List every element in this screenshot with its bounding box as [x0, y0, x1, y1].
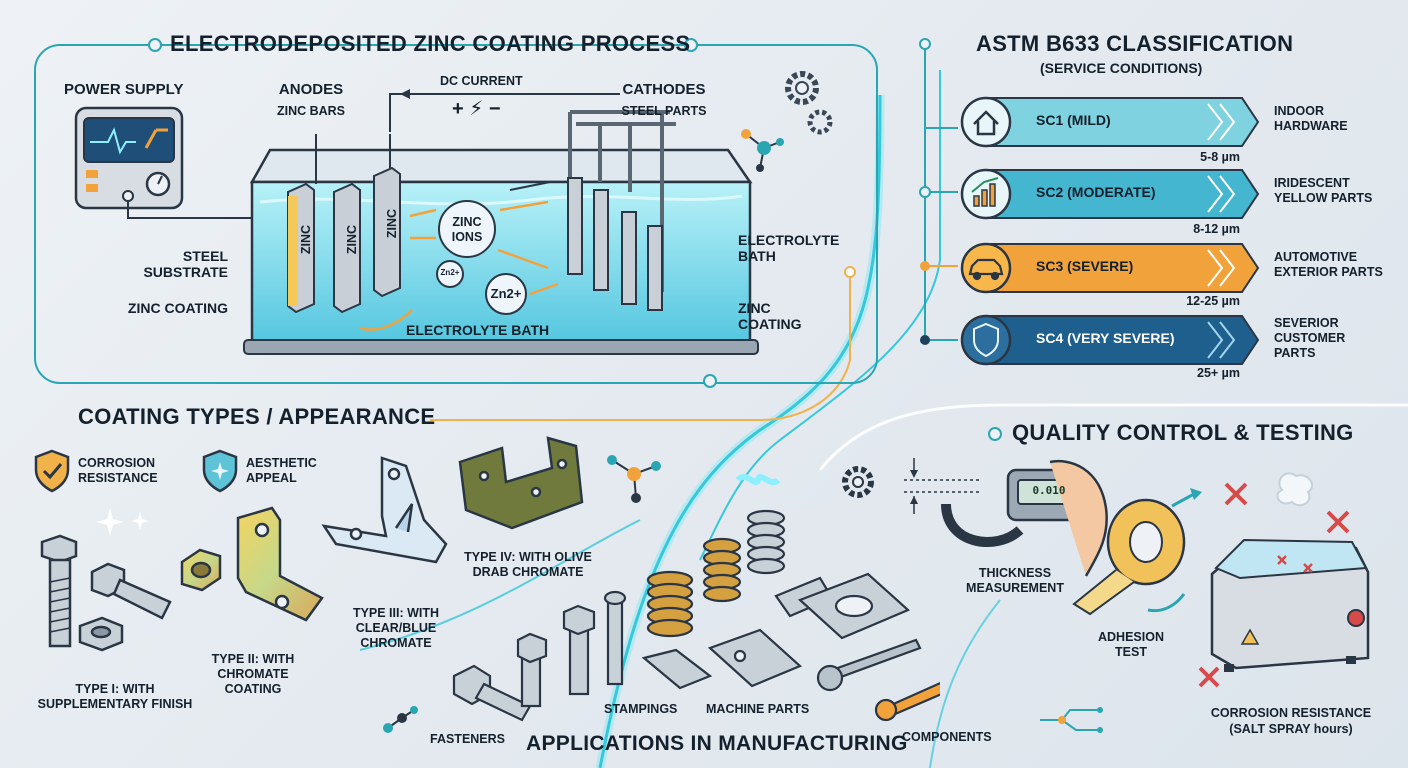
house-icon — [973, 110, 999, 136]
sc3-desc: AUTOMOTIVE EXTERIOR PARTS — [1274, 250, 1383, 279]
power-supply-device — [74, 106, 270, 219]
corrosion-resistance-label: CORROSION RESISTANCE — [1210, 706, 1372, 720]
salt-spray-chamber-illustration — [1198, 472, 1370, 688]
sc2-desc: IRIDESCENT YELLOW PARTS — [1274, 176, 1373, 205]
adhesion-test-label: ADHESION TEST — [1098, 630, 1164, 659]
machine-parts-label: MACHINE PARTS — [706, 702, 810, 716]
adhesion-tape-illustration — [1072, 488, 1202, 616]
electrolyte-bath-center-label: ELECTROLYTE BATH — [406, 322, 550, 338]
zn-ion-small: Zn2+ — [440, 268, 460, 277]
sc4-thickness: 25+ µm — [1197, 366, 1240, 380]
type1-label: TYPE I: WITH SUPPLEMENTARY FINISH — [37, 682, 193, 711]
sparkle-icon — [96, 508, 149, 536]
electrolyte-bath-right-label: ELECTROLYTE BATH — [738, 232, 840, 264]
bar-chart-icon — [971, 177, 999, 207]
sc1-thickness: 5-8 µm — [1200, 150, 1240, 164]
steel-substrate-label: STEEL SUBSTRATE — [143, 248, 228, 280]
sc3-thickness: 12-25 µm — [1186, 294, 1240, 308]
qc-gear-icon — [842, 466, 874, 498]
pipe-junction-icon — [735, 473, 781, 485]
anode-bar-label: ZINC — [385, 208, 400, 239]
car-icon — [968, 258, 1004, 281]
process-title: ELECTRODEPOSITED ZINC COATING PROCESS — [170, 31, 691, 56]
molecule-icon — [607, 455, 661, 503]
sc1-code: SC1 (MILD) — [1036, 112, 1111, 128]
polarity-symbols: + ⚡ − — [452, 98, 501, 120]
gears-icon — [741, 71, 833, 172]
connector-dot — [703, 374, 717, 388]
shield-icon — [973, 322, 999, 358]
sc4-desc: SEVERIOR CUSTOMER PARTS — [1274, 316, 1346, 360]
applications-title: APPLICATIONS IN MANUFACTURING — [526, 732, 908, 755]
fasteners-label: FASTENERS — [430, 732, 506, 746]
applications-illustration — [452, 509, 940, 722]
steel-parts-label: STEEL PARTS — [621, 104, 707, 118]
connector-dot — [988, 427, 1002, 441]
sc4-code: SC4 (VERY SEVERE) — [1036, 330, 1175, 346]
sc1-card — [960, 96, 1260, 148]
zinc-bars-label: ZINC BARS — [276, 104, 346, 118]
zinc-ions-label: ZINC IONS — [451, 215, 483, 244]
sc4-card — [960, 314, 1260, 366]
sc2-thickness: 8-12 µm — [1193, 222, 1240, 236]
type2-chromate-illustration — [180, 506, 324, 622]
type4-olive-drab-illustration — [458, 436, 584, 530]
type3-clear-blue-illustration — [321, 456, 448, 564]
type1-bolts-illustration — [40, 534, 172, 652]
zn-ion-big: Zn2+ — [490, 286, 522, 301]
stampings-label: STAMPINGS — [604, 702, 678, 716]
zinc-coating-right-label: ZINC COATING — [738, 300, 802, 332]
anode-bar-label: ZINC — [299, 224, 314, 255]
type3-label: TYPE III: WITH CLEAR/BLUE CHROMATE — [352, 606, 440, 650]
circuit-icon — [1040, 707, 1103, 733]
zinc-coating-left-label: ZINC COATING — [127, 300, 228, 316]
connector-dot — [684, 38, 698, 52]
power-supply-label: POWER SUPPLY — [64, 81, 184, 98]
corrosion-resistance-badge: CORROSION RESISTANCE — [78, 456, 158, 485]
components-label: COMPONENTS — [902, 730, 992, 744]
cathodes-label: CATHODES — [622, 81, 706, 98]
type2-label: TYPE II: WITH CHROMATE COATING — [211, 652, 295, 696]
sc3-code: SC3 (SEVERE) — [1036, 258, 1134, 274]
thickness-measurement-label: THICKNESS MEASUREMENT — [966, 566, 1064, 595]
sc2-card — [960, 168, 1260, 220]
sc2-code: SC2 (MODERATE) — [1036, 184, 1156, 200]
astm-subtitle: (SERVICE CONDITIONS) — [1040, 60, 1203, 76]
dc-current-label: DC CURRENT — [440, 74, 523, 88]
process-panel — [34, 44, 878, 384]
aesthetic-appeal-badge: AESTHETIC APPEAL — [246, 456, 317, 485]
anodes-label: ANODES — [278, 81, 344, 98]
shield-check-icon — [34, 449, 70, 493]
connector-dot — [148, 38, 162, 52]
sc1-desc: INDOOR HARDWARE — [1274, 104, 1348, 133]
molecule-small-icon — [383, 706, 418, 733]
electrolyte-tank — [240, 89, 759, 355]
salt-spray-label: (SALT SPRAY hours) — [1229, 722, 1353, 736]
types-title: COATING TYPES / APPEARANCE — [78, 404, 436, 429]
gauge-readout: 0.010 — [1032, 484, 1066, 497]
shield-sparkle-icon — [202, 449, 238, 493]
anode-bar-label: ZINC — [345, 224, 360, 255]
qc-title: QUALITY CONTROL & TESTING — [1012, 420, 1354, 445]
type4-label: TYPE IV: WITH OLIVE DRAB CHROMATE — [464, 550, 592, 579]
sc3-card — [960, 242, 1260, 294]
micrometer-illustration — [904, 458, 1108, 577]
astm-title: ASTM B633 CLASSIFICATION — [976, 31, 1294, 56]
